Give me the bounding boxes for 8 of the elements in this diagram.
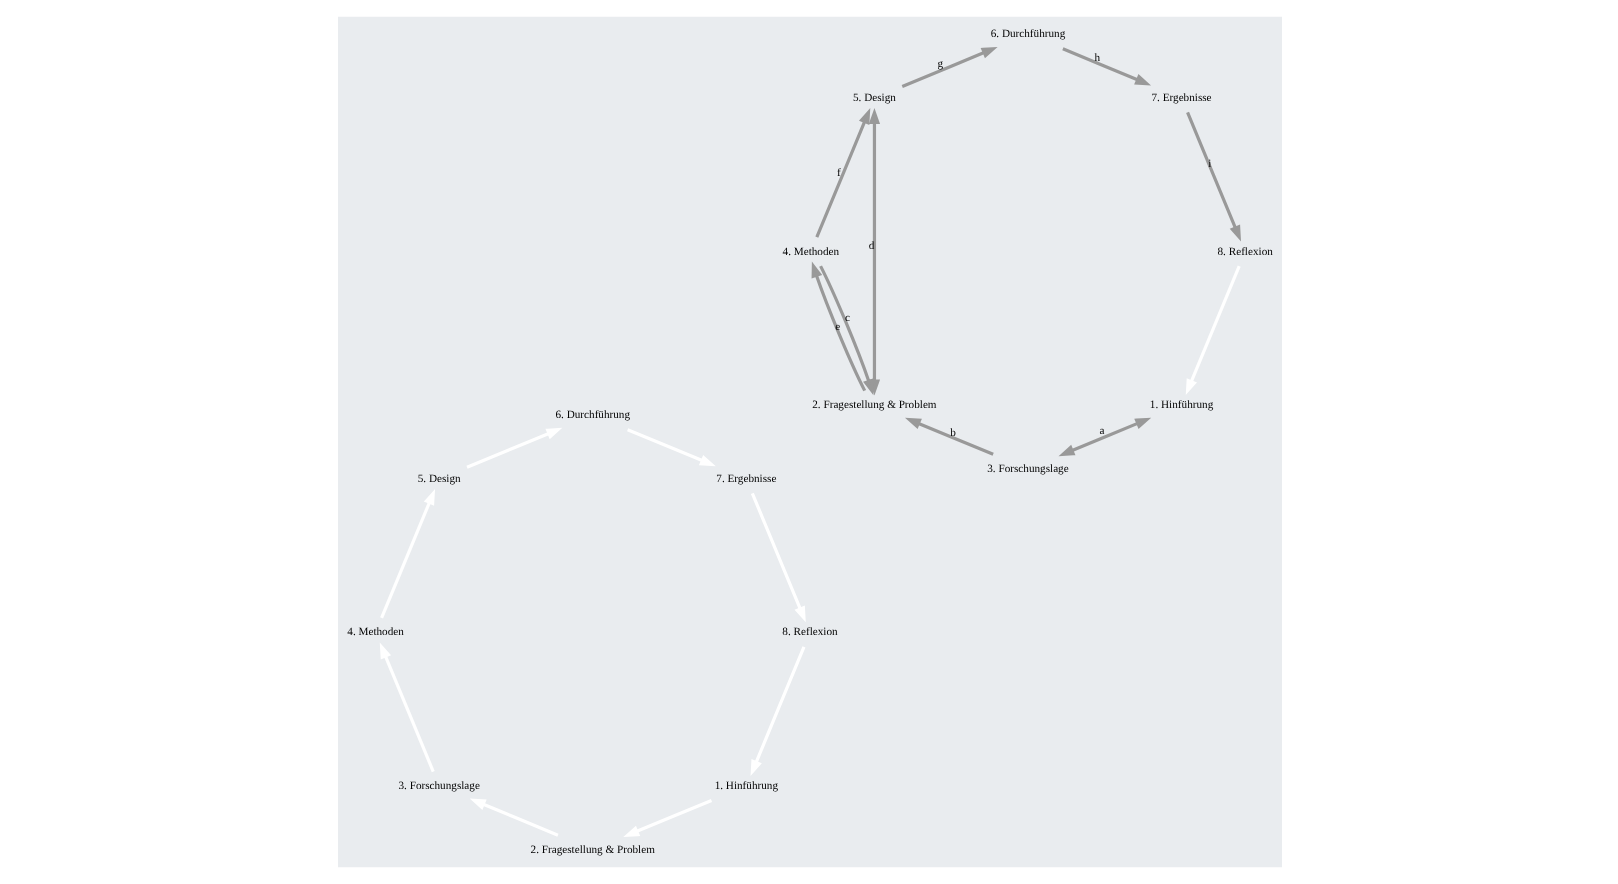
arrow — [818, 265, 873, 396]
arrow — [1185, 111, 1241, 242]
arrow — [814, 108, 870, 238]
arrow — [810, 261, 866, 392]
arrow — [1057, 417, 1151, 457]
arrow — [903, 417, 993, 456]
arrow — [900, 47, 997, 88]
arrow — [1061, 47, 1151, 86]
